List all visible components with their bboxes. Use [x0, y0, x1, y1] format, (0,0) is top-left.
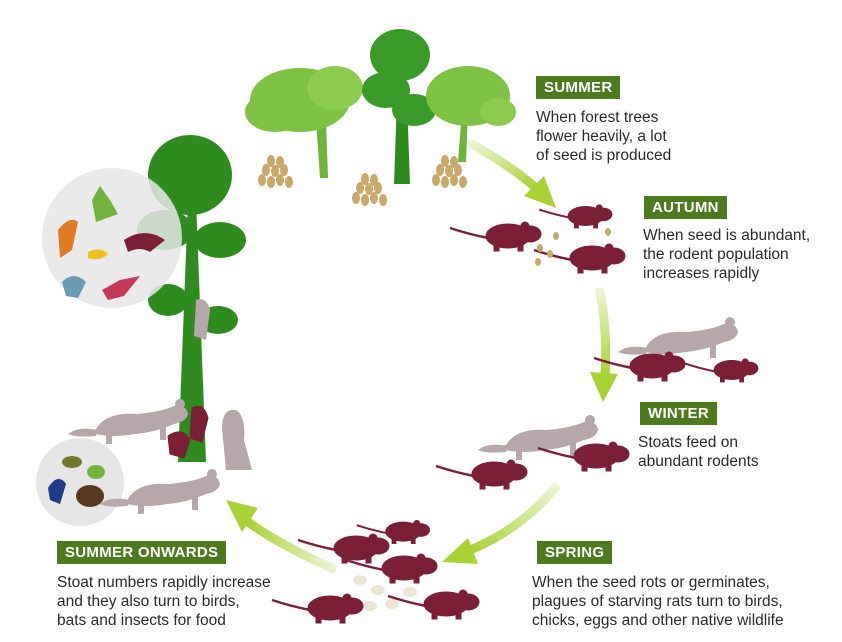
- description-line: When forest trees: [536, 109, 659, 126]
- description-line: plagues of starving rats turn to birds,: [532, 593, 783, 610]
- description-line: When seed is abundant,: [643, 227, 811, 244]
- description-line: and they also turn to birds,: [57, 593, 240, 610]
- description-line: Stoat numbers rapidly increase: [57, 574, 271, 591]
- summer-onwards-animals: [68, 299, 252, 514]
- stage-winter-description: Stoats feed on abundant rodents: [638, 433, 759, 471]
- autumn-rodents: [448, 203, 627, 275]
- spring-rats: [270, 519, 481, 625]
- cycle-arrows: [226, 138, 618, 575]
- description-line: abundant rodents: [638, 453, 759, 470]
- stage-summer-onwards-description: Stoat numbers rapidly increase and they …: [57, 573, 271, 630]
- description-line: the rodent population: [643, 246, 789, 263]
- description-line: When the seed rots or germinates,: [532, 574, 770, 591]
- stage-autumn-description: When seed is abundant, the rodent popula…: [643, 226, 810, 283]
- stage-summer-description: When forest trees flower heavily, a lot …: [536, 108, 671, 165]
- description-line: bats and insects for food: [57, 612, 226, 629]
- description-line: increases rapidly: [643, 265, 760, 282]
- stage-winter-title: WINTER: [640, 402, 717, 425]
- native-birds-circle: [36, 438, 124, 526]
- summer-trees: [245, 29, 516, 206]
- description-line: flower heavily, a lot: [536, 128, 667, 145]
- native-wildlife-circle: [42, 168, 182, 308]
- stage-spring-title: SPRING: [537, 541, 613, 564]
- stage-summer-title: SUMMER: [536, 76, 621, 99]
- description-line: chicks, eggs and other native wildlife: [532, 612, 784, 629]
- stage-autumn-title: AUTUMN: [644, 196, 727, 219]
- description-line: Stoats feed on: [638, 434, 738, 451]
- stage-summer-onwards-title: SUMMER ONWARDS: [57, 541, 227, 564]
- description-line: of seed is produced: [536, 147, 672, 164]
- stage-spring-description: When the seed rots or germinates, plague…: [532, 573, 784, 630]
